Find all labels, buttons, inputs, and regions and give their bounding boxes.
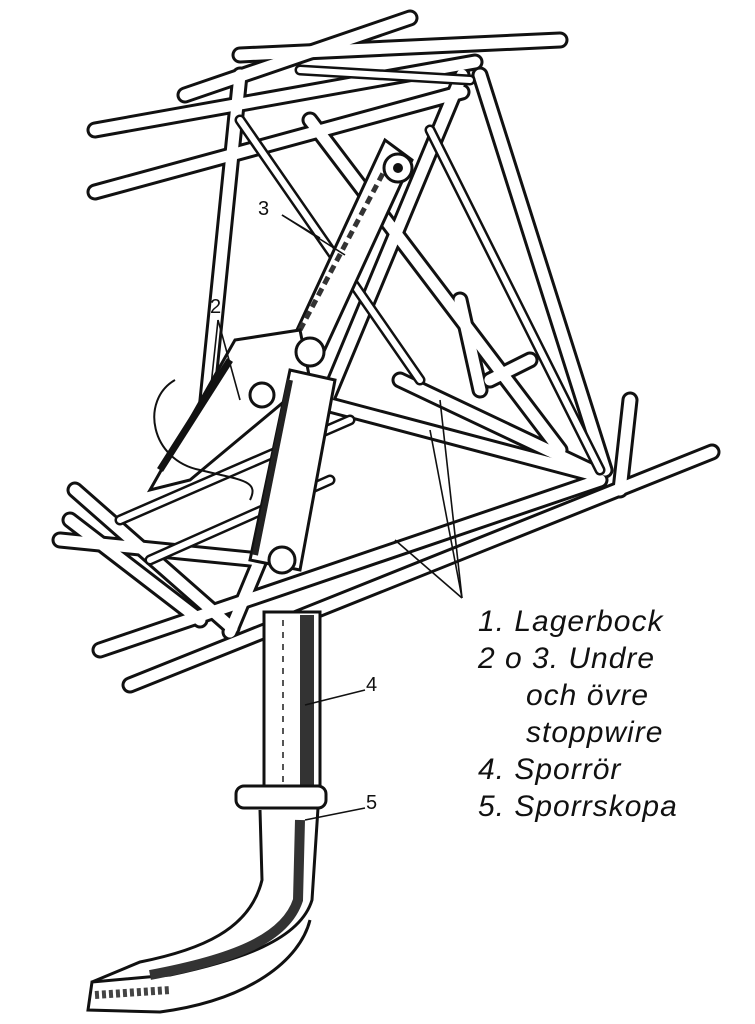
callout-5: 5	[366, 792, 378, 814]
callout-3: 3	[258, 198, 270, 220]
leader-lines	[209, 214, 463, 821]
legend-item-5: 5. Sporrskopa	[478, 790, 678, 823]
skid-shoe	[86, 784, 328, 1014]
legend-item-2-3-line3: stoppwire	[526, 716, 664, 749]
callout-2: 2	[210, 296, 222, 318]
skid-tube	[262, 610, 322, 804]
callout-4: 4	[366, 674, 378, 696]
legend: 1. Lagerbock 2 o 3. Undre och övre stopp…	[478, 603, 678, 825]
legend-item-1: 1. Lagerbock	[478, 605, 664, 638]
lower-stop-wire-arm	[146, 328, 326, 501]
legend-item-4: 4. Sporrör	[478, 753, 622, 786]
legend-item-2-3-line2: och övre	[526, 679, 650, 712]
frame-tubes	[51, 9, 721, 694]
skid-strut	[248, 368, 337, 575]
legend-item-2-3: 2 o 3. Undre	[478, 642, 656, 675]
